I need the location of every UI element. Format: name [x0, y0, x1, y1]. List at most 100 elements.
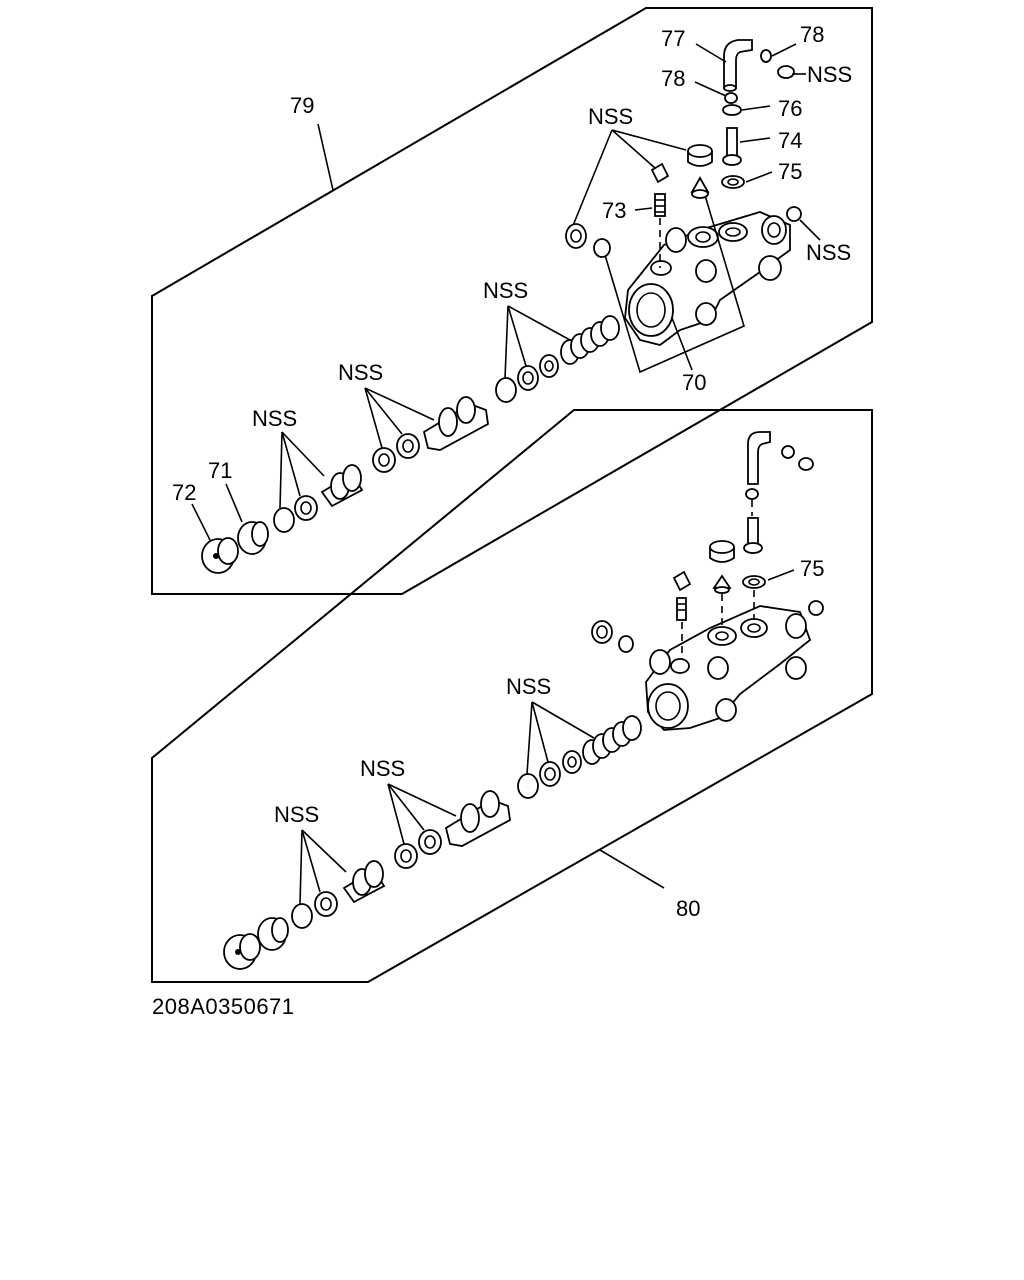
callout-72: 72 [172, 480, 196, 505]
leader-nss-seals-middle-bottom-a [387, 783, 405, 845]
spring [560, 315, 620, 365]
pipe-77 [723, 39, 753, 92]
leader-70 [671, 317, 693, 371]
callout-nss-seals-right: NSS [483, 278, 528, 303]
leader-nss-seals-right-bottom-c [531, 701, 595, 739]
leader-74 [739, 137, 771, 143]
callout-80: 80 [676, 896, 700, 921]
seals-right-bottom [517, 750, 582, 799]
leader-nss-seals-right-bottom-a [526, 701, 533, 775]
callout-nss-top-right: NSS [807, 62, 852, 87]
cup-71 [237, 521, 269, 555]
leader-nss-bleeder [611, 129, 656, 169]
valve-cone [690, 176, 710, 199]
seals-middle [372, 433, 420, 473]
seals-left [273, 495, 318, 533]
connector-74 [722, 127, 742, 166]
seals-left-bottom [291, 891, 338, 929]
pipe-bottom [747, 431, 771, 485]
leader-nss-right [799, 219, 821, 241]
screw-bottom [676, 597, 687, 621]
leader-73 [634, 207, 653, 211]
leader-75-bottom [767, 569, 795, 581]
screw-73 [654, 193, 666, 217]
reservoir-cap [687, 144, 713, 167]
leader-nss-seals-left-b [281, 431, 301, 497]
clamp-78-top [760, 49, 795, 79]
bottom-panel-frame [151, 409, 873, 983]
piston-primary-bottom [444, 790, 511, 847]
spring-bottom [582, 715, 642, 765]
leader-nss-plug [571, 129, 613, 229]
callout-77: 77 [661, 26, 685, 51]
fitting [593, 238, 611, 258]
top-panel-frame [151, 7, 873, 595]
clip-76 [722, 104, 742, 116]
leader-76 [741, 105, 771, 111]
cup-bottom [257, 917, 289, 951]
piston-secondary [320, 464, 364, 508]
callout-70: 70 [682, 370, 706, 395]
master-cylinder-body-bottom [645, 605, 812, 731]
callout-75: 75 [778, 159, 802, 184]
callout-75-bottom: 75 [800, 556, 824, 581]
callout-76: 76 [778, 96, 802, 121]
piston-secondary-bottom [342, 860, 386, 904]
right-nut-bottom [808, 600, 824, 616]
valve-cone-bottom [712, 574, 732, 594]
bottom-assembly-panel: 80 [151, 409, 873, 983]
seal-75 [721, 175, 745, 189]
bleeder-screw [650, 162, 670, 184]
cap-bottom [709, 540, 735, 563]
callout-nss-right-side: NSS [806, 240, 851, 265]
callout-nss-upper-left: NSS [588, 104, 633, 129]
leader-79 [317, 123, 334, 191]
clamps-bottom [781, 445, 814, 471]
leader-72 [191, 503, 211, 541]
leader-77 [695, 43, 727, 63]
callout-74: 74 [778, 128, 802, 153]
seals-right [495, 354, 559, 403]
callout-nss-seals-middle-bottom: NSS [360, 756, 405, 781]
seal-75-bottom [742, 575, 766, 589]
leader-nss-seals-middle-bottom-c [387, 783, 457, 817]
leader-nss-seals-left-c [281, 431, 325, 477]
leader-nss-seals-right-bottom-b [531, 701, 549, 763]
top-assembly-panel: 79 70 77 [151, 7, 873, 595]
leader-nss-seals-middle-a [364, 387, 383, 449]
document-id: 208A0350671 [152, 994, 295, 1019]
callout-nss-seals-middle: NSS [338, 360, 383, 385]
bracket-70 [604, 191, 745, 374]
callout-nss-seals-right-bottom: NSS [506, 674, 551, 699]
leader-nss-seals-left-a [279, 431, 283, 509]
leader-nss-seals-left-bottom-a [299, 829, 303, 905]
seals-middle-bottom [394, 829, 442, 869]
clamp-78-left [724, 92, 738, 104]
leader-nss-seals-right-a [504, 305, 509, 379]
leader-nss-seals-right-c [507, 305, 571, 341]
callout-78-left: 78 [661, 66, 685, 91]
piston-primary [422, 396, 489, 451]
leader-nss-seals-left-bottom-c [301, 829, 347, 873]
leader-nss-seals-left-bottom-b [301, 829, 321, 893]
callout-nss-seals-left: NSS [252, 406, 297, 431]
clip-bottom [745, 488, 759, 500]
leader-71 [225, 483, 243, 523]
connector-bottom [743, 517, 763, 554]
leader-78-left [694, 81, 727, 97]
plug-bottom [591, 620, 613, 644]
leader-nss-seals-middle-c [364, 387, 435, 421]
bleeder-bottom [672, 570, 692, 592]
leader-80 [599, 849, 665, 889]
master-cylinder-body-70 [624, 211, 791, 346]
leader-nss-seals-middle-b [364, 387, 403, 435]
plug-nss [565, 223, 587, 249]
leader-nss-seals-right-b [507, 305, 527, 367]
leader-75 [745, 171, 773, 183]
boot-bottom [223, 933, 261, 970]
boot-72 [201, 537, 239, 574]
callout-78-top: 78 [800, 22, 824, 47]
callout-71: 71 [208, 458, 232, 483]
callout-73: 73 [602, 198, 626, 223]
